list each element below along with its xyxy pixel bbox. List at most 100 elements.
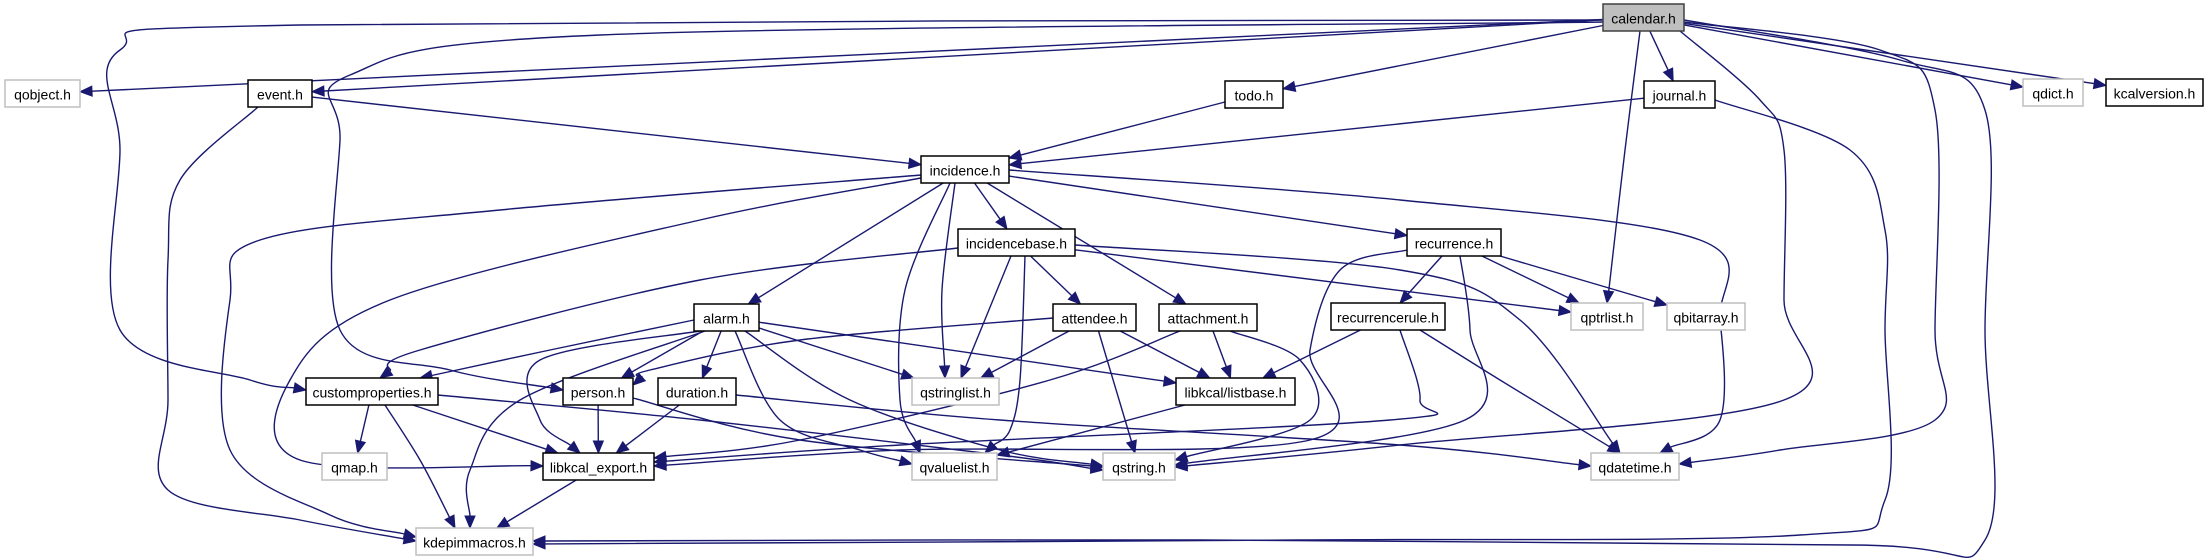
edge-line <box>706 330 722 368</box>
arrowhead-icon <box>1662 67 1674 83</box>
edge-line <box>105 19 1604 389</box>
node-incidencebase[interactable]: incidencebase.h <box>957 228 1076 257</box>
edge-attendee-to-qstringlist <box>979 330 1070 379</box>
node-attachment[interactable]: attachment.h <box>1158 303 1258 332</box>
node-qdatetime: qdatetime.h <box>1590 452 1680 481</box>
node-label: recurrence.h <box>1415 236 1494 252</box>
edge-person-to-qstring <box>632 397 1105 472</box>
edge-attendee-to-person <box>632 317 1054 386</box>
node-box <box>911 452 998 481</box>
node-recurrence[interactable]: recurrence.h <box>1406 228 1502 257</box>
edge-alarm-to-customproperties <box>418 319 695 381</box>
edge-line <box>986 182 1176 299</box>
node-box <box>1175 377 1296 406</box>
arrowhead-icon <box>1067 291 1082 305</box>
edge-line <box>323 19 1604 92</box>
edge-line <box>897 182 951 443</box>
node-box <box>1406 228 1502 257</box>
edge-line <box>744 330 1092 465</box>
arrowhead-icon <box>495 516 511 529</box>
edge-todo-to-incidence <box>1007 101 1226 161</box>
arrowhead-icon <box>1677 456 1693 468</box>
edge-recurrence-to-qstring <box>1173 255 1489 469</box>
arrowhead-icon <box>701 364 713 380</box>
edge-line <box>157 106 405 540</box>
node-incidence[interactable]: incidence.h <box>920 155 1010 184</box>
node-label: qstring.h <box>1112 460 1166 476</box>
node-qvaluelist: qvaluelist.h <box>911 452 998 481</box>
node-listbase[interactable]: libkcal/listbase.h <box>1175 377 1296 406</box>
node-event[interactable]: event.h <box>247 79 313 108</box>
edge-line <box>386 247 959 372</box>
edge-customproperties-to-qmap <box>354 404 370 455</box>
arrowhead-icon <box>1606 441 1622 454</box>
edge-attachment-to-listbase <box>1212 330 1232 380</box>
node-box <box>562 377 634 406</box>
node-label: attachment.h <box>1168 311 1249 327</box>
arrowhead-icon <box>632 372 647 386</box>
edge-calendar-to-qptrlist <box>1602 30 1641 305</box>
arrowhead-icon <box>652 455 667 467</box>
edge-alarm-to-kdepimmacros <box>464 330 706 530</box>
arrowhead-icon <box>1173 450 1189 462</box>
edge-line <box>544 99 1892 545</box>
node-todo[interactable]: todo.h <box>1224 80 1284 109</box>
arrowhead-icon <box>1172 292 1187 305</box>
node-alarm[interactable]: alarm.h <box>693 303 760 332</box>
arrowhead-icon <box>907 157 923 169</box>
node-box <box>657 377 737 406</box>
edge-line <box>1186 255 1489 464</box>
node-libkcal-export[interactable]: libkcal_export.h <box>542 452 655 481</box>
node-qmap: qmap.h <box>321 452 388 481</box>
edge-line <box>412 404 547 450</box>
node-calendar[interactable]: calendar.h <box>1602 3 1685 32</box>
edge-calendar-to-todo <box>1281 24 1604 92</box>
edge-journal-to-incidence <box>1007 97 1645 170</box>
edge-line <box>1020 97 1645 165</box>
arrowhead-icon <box>1399 289 1413 304</box>
node-journal[interactable]: journal.h <box>1643 80 1716 109</box>
edge-line <box>1273 329 1361 374</box>
node-kcalversion[interactable]: kcalversion.h <box>2105 78 2204 107</box>
edge-incidence-to-kdepimmacros <box>220 174 922 540</box>
edge-line <box>1074 249 1560 312</box>
edge-line <box>1481 255 1569 299</box>
arrowhead-icon <box>1125 439 1137 455</box>
arrowhead-icon <box>354 439 367 455</box>
node-attendee[interactable]: attendee.h <box>1052 303 1137 332</box>
edge-line <box>991 330 1070 374</box>
edge-recurrencerule-to-listbase <box>1261 329 1361 379</box>
node-qptrlist: qptrlist.h <box>1570 302 1644 331</box>
edge-line <box>1212 330 1227 368</box>
node-box <box>920 155 1010 184</box>
node-box <box>247 79 313 108</box>
edge-recurrencerule-to-qdatetime <box>1419 329 1622 454</box>
node-label: libkcal_export.h <box>550 460 647 476</box>
edge-duration-to-qdatetime <box>735 394 1593 471</box>
node-duration[interactable]: duration.h <box>657 377 737 406</box>
edge-line <box>526 330 701 446</box>
edge-recurrencerule-to-libkcal_export <box>652 329 1439 467</box>
node-customproperties[interactable]: customproperties.h <box>305 377 439 406</box>
edge-event-to-incidence <box>311 96 923 169</box>
edge-calendar-to-qobject <box>78 18 1604 97</box>
node-recurrencerule[interactable]: recurrencerule.h <box>1330 302 1446 331</box>
arrowhead-icon <box>898 455 914 467</box>
edge-calendar-to-event <box>310 19 1604 97</box>
node-label: incidencebase.h <box>966 236 1067 252</box>
edge-recurrence-to-libkcal_export <box>652 249 1408 471</box>
edge-line <box>1419 329 1611 448</box>
node-label: calendar.h <box>1611 11 1676 27</box>
edge-incidence-to-attachment <box>986 182 1187 305</box>
node-label: person.h <box>571 385 625 401</box>
node-label: customproperties.h <box>312 385 431 401</box>
node-label: qvaluelist.h <box>919 460 989 476</box>
edge-line <box>1649 30 1669 71</box>
edge-line <box>431 319 695 377</box>
edge-line <box>973 182 1001 220</box>
arrowhead-icon <box>1007 157 1023 170</box>
edge-line <box>91 18 1604 92</box>
node-box <box>1602 3 1685 32</box>
node-person[interactable]: person.h <box>562 377 634 406</box>
arrowhead-icon <box>995 446 1011 458</box>
